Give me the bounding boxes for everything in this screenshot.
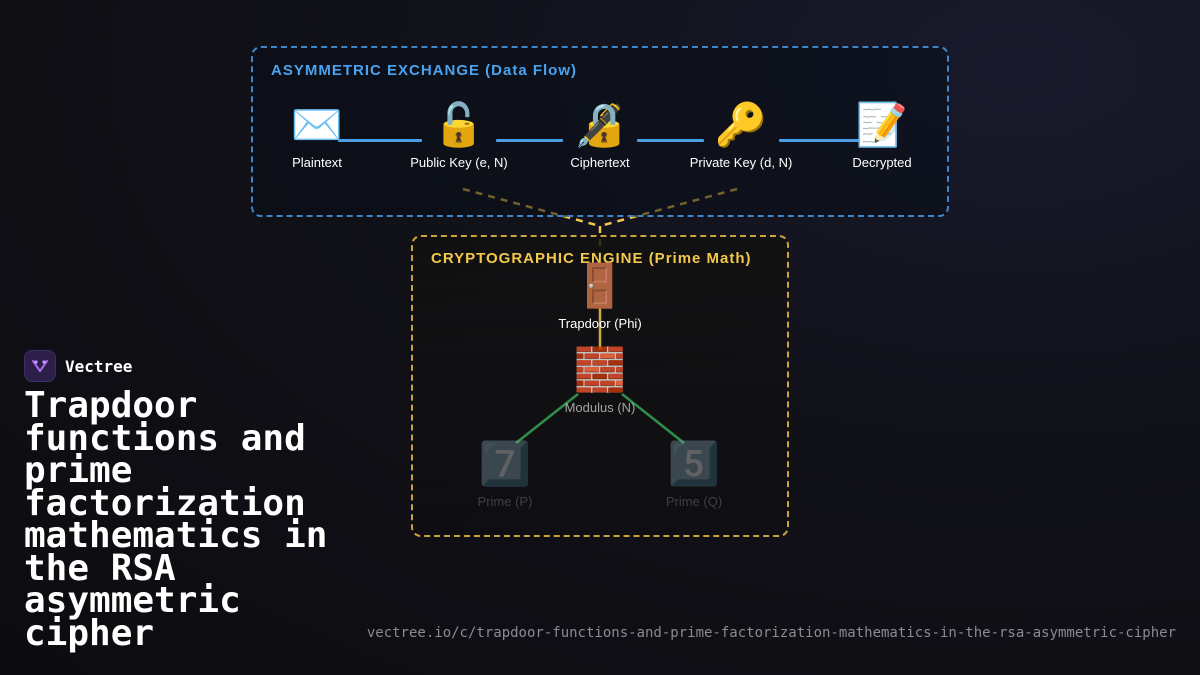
- flow-line-4: [779, 139, 859, 142]
- keycap-five-icon: 5️⃣: [667, 439, 721, 488]
- node-label: Prime (P): [477, 494, 533, 509]
- flow-line-3: [637, 139, 704, 142]
- cryptographic-engine-panel: CRYPTOGRAPHIC ENGINE (Prime Math): [411, 235, 789, 537]
- page-url[interactable]: vectree.io/c/trapdoor-functions-and-prim…: [366, 625, 1176, 641]
- flow-line-2: [496, 139, 563, 142]
- node-label: Modulus (N): [564, 400, 636, 415]
- node-label: Decrypted: [852, 155, 912, 170]
- brand-name: Vectree: [65, 356, 133, 376]
- node-ciphertext: 🔏 Ciphertext: [550, 100, 650, 171]
- node-label: Ciphertext: [570, 155, 630, 170]
- flow-line-1: [338, 139, 422, 142]
- node-label: Prime (Q): [665, 494, 723, 509]
- brick-icon: 🧱: [573, 345, 627, 394]
- node-decrypted: 📝 Decrypted: [832, 100, 932, 171]
- node-label: Plaintext: [292, 155, 342, 170]
- vectree-logo-icon: [24, 350, 56, 382]
- lock-with-pen-icon: 🔏: [573, 100, 627, 149]
- exchange-panel-title: ASYMMETRIC EXCHANGE (Data Flow): [271, 62, 578, 79]
- open-lock-icon: 🔓: [432, 100, 486, 149]
- asymmetric-exchange-panel: ASYMMETRIC EXCHANGE (Data Flow): [251, 46, 949, 217]
- brand: Vectree: [24, 350, 132, 382]
- node-prime-p: 7️⃣ Prime (P): [455, 439, 555, 510]
- node-label: Private Key (d, N): [689, 155, 793, 170]
- envelope-icon: ✉️: [290, 100, 344, 149]
- engine-panel-title: CRYPTOGRAPHIC ENGINE (Prime Math): [431, 250, 752, 267]
- node-plaintext: ✉️ Plaintext: [267, 100, 367, 171]
- node-label: Trapdoor (Phi): [558, 316, 642, 331]
- node-modulus: 🧱 Modulus (N): [540, 345, 660, 416]
- node-trapdoor: 🚪 Trapdoor (Phi): [540, 261, 660, 332]
- door-icon: 🚪: [573, 261, 627, 310]
- page-title: Trapdoor functions and prime factorizati…: [24, 385, 328, 654]
- node-private-key: 🔑 Private Key (d, N): [671, 100, 811, 171]
- node-public-key: 🔓 Public Key (e, N): [394, 100, 524, 171]
- memo-icon: 📝: [855, 100, 909, 149]
- key-icon: 🔑: [714, 100, 768, 149]
- keycap-seven-icon: 7️⃣: [478, 439, 532, 488]
- node-prime-q: 5️⃣ Prime (Q): [644, 439, 744, 510]
- node-label: Public Key (e, N): [410, 155, 508, 170]
